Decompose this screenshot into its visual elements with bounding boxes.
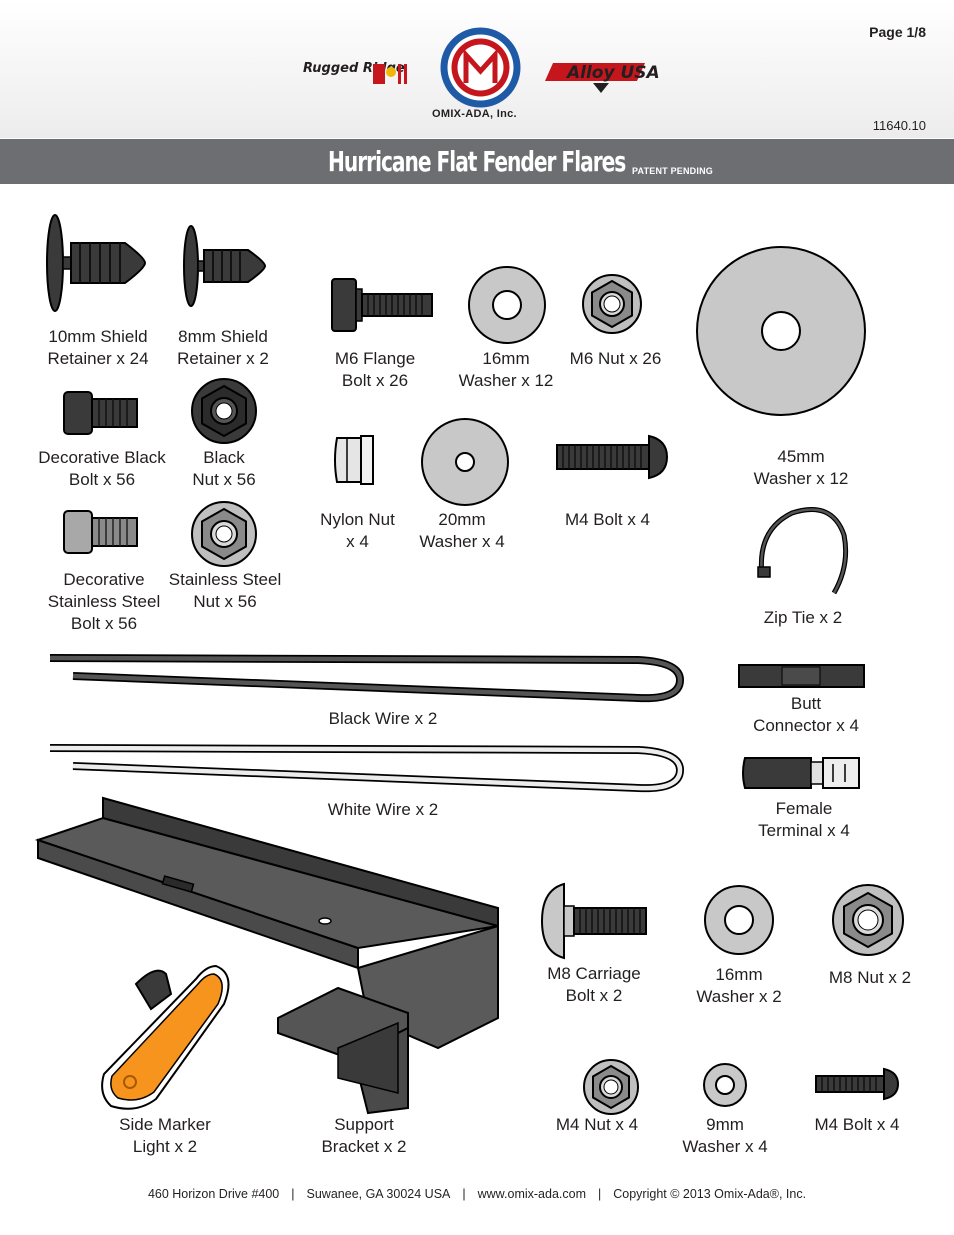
m4-nut-drawing (583, 1059, 639, 1115)
title-bar (0, 139, 954, 184)
label-washer-16mm: 16mm Washer x 12 (458, 349, 554, 390)
rugged-ridge-logo: Rugged Ridge (303, 61, 407, 84)
m8-nut-drawing (832, 884, 904, 956)
label-washer-20mm: 20mm Washer x 4 (419, 510, 505, 551)
ss-nut-drawing (191, 501, 257, 567)
label-butt-connector: Butt Connector x 4 (753, 694, 859, 735)
label-nylon-nut: Nylon Nut x 4 (320, 510, 395, 551)
label-washer-16mm-b: 16mm Washer x 2 (696, 965, 782, 1006)
washer-16mm-drawing (468, 266, 546, 344)
footer-address: 460 Horizon Drive #400 (147, 1187, 280, 1201)
decorative-ss-bolt-drawing (63, 510, 138, 554)
label-m4-bolt-bottom: M4 Bolt x 4 (814, 1115, 900, 1134)
white-wire-drawing (49, 744, 685, 793)
omix-ada-gear-logo (440, 27, 521, 108)
label-side-marker-light: Side Marker Light x 2 (119, 1115, 211, 1156)
shield-retainer-8mm-drawing (183, 225, 267, 307)
label-zip-tie: Zip Tie x 2 (763, 608, 843, 627)
logo-text-alloy: Alloy USA (565, 63, 660, 83)
m4-bolt-bottom-drawing (815, 1067, 900, 1101)
label-washer-9mm: 9mm Washer x 4 (682, 1115, 768, 1156)
label-support-bracket: Support Bracket x 2 (321, 1115, 407, 1156)
label-m4-nut: M4 Nut x 4 (555, 1115, 639, 1134)
m6-flange-bolt-drawing (331, 278, 433, 332)
m8-carriage-bolt-drawing (540, 882, 647, 960)
support-bracket-drawing (34, 796, 499, 1115)
label-m6-flange-bolt: M6 Flange Bolt x 26 (334, 349, 416, 390)
patent-note: PATENT PENDING (632, 166, 713, 176)
label-white-wire: White Wire x 2 (327, 800, 439, 819)
label-m8-nut: M8 Nut x 2 (828, 968, 912, 987)
footer: 460 Horizon Drive #400 | Suwanee, GA 30024… (0, 1187, 954, 1201)
page-number: Page 1/8 (869, 24, 926, 40)
washer-16mm-b-drawing (704, 885, 774, 955)
footer-separator: | (462, 1187, 466, 1201)
label-female-terminal: Female Terminal x 4 (758, 799, 850, 840)
footer-copyright: Copyright © 2013 Omix-Ada®, Inc. (613, 1187, 807, 1201)
washer-9mm-drawing (703, 1063, 747, 1107)
label-m4-bolt-top: M4 Bolt x 4 (564, 510, 651, 529)
label-washer-45mm: 45mm Washer x 12 (753, 447, 849, 488)
nylon-nut-drawing (334, 435, 374, 485)
footer-website-link[interactable]: www.omix-ada.com (477, 1187, 586, 1201)
label-ss-nut: Stainless Steel Nut x 56 (168, 570, 282, 611)
black-wire-drawing (49, 654, 685, 703)
label-m6-nut: M6 Nut x 26 (569, 349, 662, 368)
washer-20mm-drawing (421, 418, 509, 506)
label-decorative-ss-bolt: Decorative Stainless Steel Bolt x 56 (47, 570, 161, 633)
footer-separator: | (598, 1187, 602, 1201)
shield-retainer-10mm-drawing (46, 214, 147, 312)
m4-bolt-top-drawing (556, 434, 669, 480)
label-decorative-black-bolt: Decorative Black Bolt x 56 (38, 448, 166, 489)
m6-nut-drawing (582, 274, 642, 334)
label-m8-carriage-bolt: M8 Carriage Bolt x 2 (547, 964, 641, 1005)
butt-connector-drawing (738, 664, 865, 688)
label-black-nut: Black Nut x 56 (192, 448, 256, 489)
label-black-wire: Black Wire x 2 (328, 709, 438, 728)
decorative-black-bolt-drawing (63, 391, 138, 435)
washer-45mm-drawing (696, 246, 866, 416)
footer-separator: | (291, 1187, 295, 1201)
label-shield-retainer-10mm: 10mm Shield Retainer x 24 (47, 327, 149, 368)
label-shield-retainer-8mm: 8mm Shield Retainer x 2 (177, 327, 269, 368)
zip-tie-drawing (757, 507, 849, 595)
omix-ada-caption: OMIX-ADA, Inc. (432, 108, 517, 120)
part-number: 11640.10 (872, 118, 926, 133)
footer-city: Suwanee, GA 30024 USA (306, 1187, 451, 1201)
alloy-usa-logo: Alloy USA (545, 63, 660, 93)
page-title: Hurricane Flat Fender Flares (328, 145, 626, 178)
side-marker-light-drawing (101, 964, 230, 1110)
black-nut-drawing (191, 378, 257, 444)
female-terminal-drawing (742, 757, 860, 789)
